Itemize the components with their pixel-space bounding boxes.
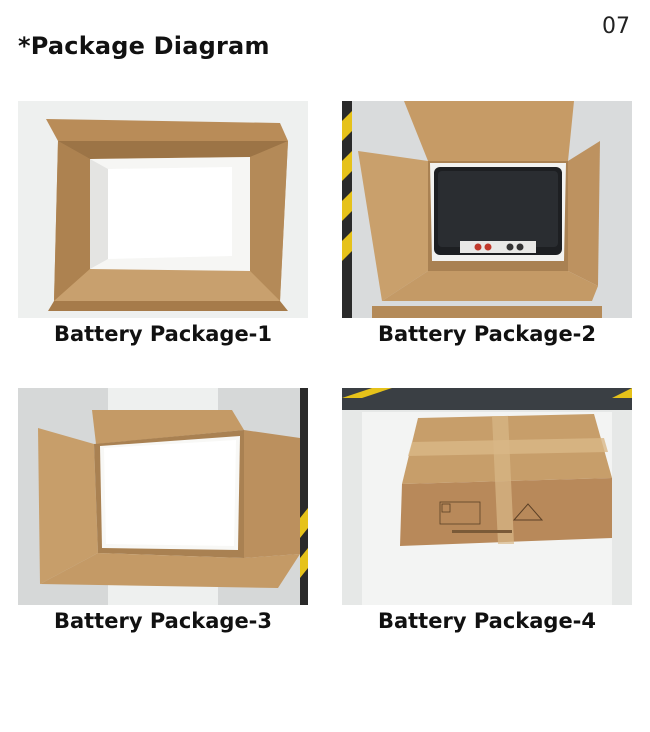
- page-title: *Package Diagram: [18, 32, 270, 60]
- battery-package-2-caption: Battery Package-2: [377, 322, 597, 346]
- battery-package-2-photo: [342, 101, 632, 318]
- battery-package-1-caption: Battery Package-1: [53, 322, 273, 346]
- battery-package-4-photo: [342, 388, 632, 605]
- battery-package-4-caption: Battery Package-4: [377, 609, 597, 633]
- page-number: 07: [602, 14, 630, 39]
- battery-package-3-caption: Battery Package-3: [53, 609, 273, 633]
- battery-package-3-photo: [18, 388, 308, 605]
- battery-package-1-photo: [18, 101, 308, 318]
